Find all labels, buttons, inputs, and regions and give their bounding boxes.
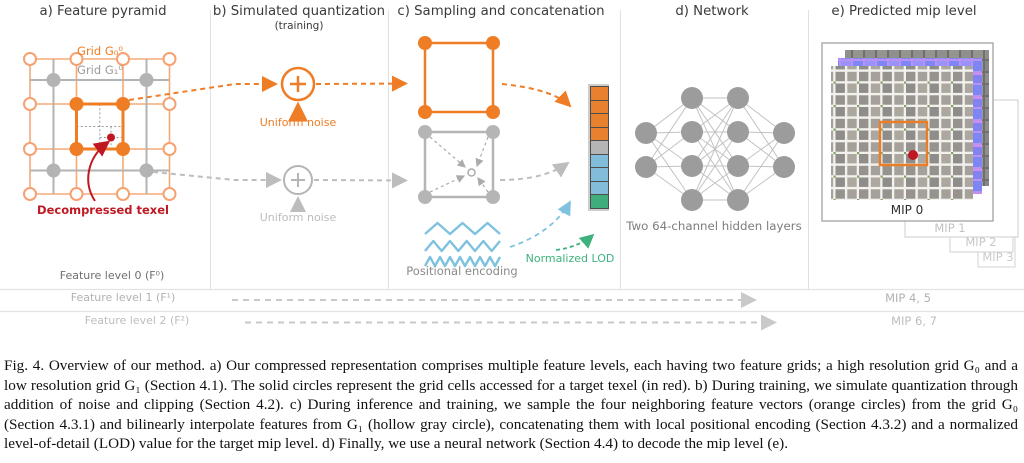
feature-level1-label: Feature level 1 (F¹)	[70, 291, 176, 304]
texture-layer-front	[831, 66, 973, 200]
bilinear-interp-arrows	[429, 136, 489, 193]
arrow-lod-to-stack	[555, 233, 595, 251]
target-texel-dot	[908, 150, 918, 160]
arrow-g0-to-stack	[501, 83, 572, 108]
mip67-label: MIP 6, 7	[891, 314, 937, 328]
g1-sample-square	[423, 130, 495, 199]
figure-caption: Fig. 4. Overview of our method. a) Our c…	[4, 357, 1018, 453]
texel-subdivision-dotted	[76, 104, 123, 149]
diagram-canvas	[0, 10, 1024, 331]
texel-arrow	[87, 140, 111, 202]
panel-e-title: e) Predicted mip level	[831, 4, 977, 19]
normalized-lod-label: Normalized LOD	[525, 252, 615, 265]
plus-icon	[291, 173, 305, 187]
network-node	[681, 121, 703, 143]
arrow-posenc-to-stack	[509, 200, 571, 248]
network-node	[773, 156, 795, 178]
mip3-label: MIP 3	[982, 250, 1014, 264]
feature-row-rules	[0, 288, 1024, 313]
network-node	[727, 189, 749, 211]
texel-dot	[107, 133, 115, 142]
mip-stack	[821, 42, 1019, 268]
g0-sample-square	[423, 41, 495, 114]
panel-b-subtitle: (training)	[274, 20, 324, 32]
network-node	[635, 156, 657, 178]
positional-encoding-waves	[423, 221, 502, 268]
network-caption: Two 64-channel hidden layers	[626, 219, 802, 233]
stack-cell	[590, 194, 609, 209]
neural-network	[635, 87, 795, 211]
uniform-noise-label-top: Uniform noise	[259, 116, 337, 129]
feature-level2-label: Feature level 2 (F²)	[84, 314, 190, 327]
mip0-label: MIP 0	[890, 203, 924, 217]
network-node	[773, 122, 795, 144]
mip45-label: MIP 4, 5	[885, 291, 931, 305]
accessed-g0-points	[69, 97, 130, 156]
arrow-quant-to-sample-gray	[313, 172, 408, 189]
network-node	[635, 122, 657, 144]
interp-point	[467, 168, 476, 177]
panel-d-title: d) Network	[675, 4, 749, 19]
panel-c-title: c) Sampling and concatenation	[397, 4, 605, 19]
network-node	[681, 189, 703, 211]
target-cell-outline	[878, 120, 929, 167]
network-node	[727, 121, 749, 143]
positional-encoding-label: Positional encoding	[406, 264, 518, 278]
arrow-quant-to-sample-orange	[315, 75, 408, 92]
wave	[424, 221, 501, 236]
uniform-noise-label-bottom: Uniform noise	[259, 211, 337, 224]
sampling-panel	[418, 36, 595, 268]
wave	[423, 255, 502, 268]
arrow-g1-to-stack	[499, 161, 570, 181]
figure-4-diagram: a) Feature pyramid b) Simulated quantiza…	[0, 4, 1024, 331]
g1-sample-points	[418, 125, 500, 204]
plus-icon	[290, 76, 306, 92]
panel-a-title: a) Feature pyramid	[39, 4, 167, 19]
network-node	[727, 87, 749, 109]
grid-g1-points	[46, 73, 154, 178]
concat-stack	[588, 84, 609, 211]
network-node	[681, 87, 703, 109]
arrow-g1-to-quant	[152, 171, 282, 188]
feature-level0-label: Feature level 0 (F⁰)	[59, 269, 165, 282]
feature-pyramid	[23, 52, 177, 202]
quantization-nodes	[280, 66, 316, 212]
mip1-label: MIP 1	[934, 221, 966, 235]
arrow-g0-to-quant	[128, 76, 278, 101]
decompressed-texel-label: Decompressed texel	[37, 203, 169, 217]
grid-g0-points	[23, 52, 177, 201]
network-node	[727, 155, 749, 177]
g0-sample-points	[418, 36, 500, 119]
wave	[424, 239, 501, 253]
panel-dividers	[210, 10, 809, 289]
grid-g0-label: Grid G₀⁰	[77, 44, 123, 58]
network-node	[681, 155, 703, 177]
panel-b-title: b) Simulated quantization	[212, 4, 386, 19]
grid-g1-label: Grid G₁⁰	[77, 63, 123, 77]
mip2-label: MIP 2	[965, 235, 997, 249]
